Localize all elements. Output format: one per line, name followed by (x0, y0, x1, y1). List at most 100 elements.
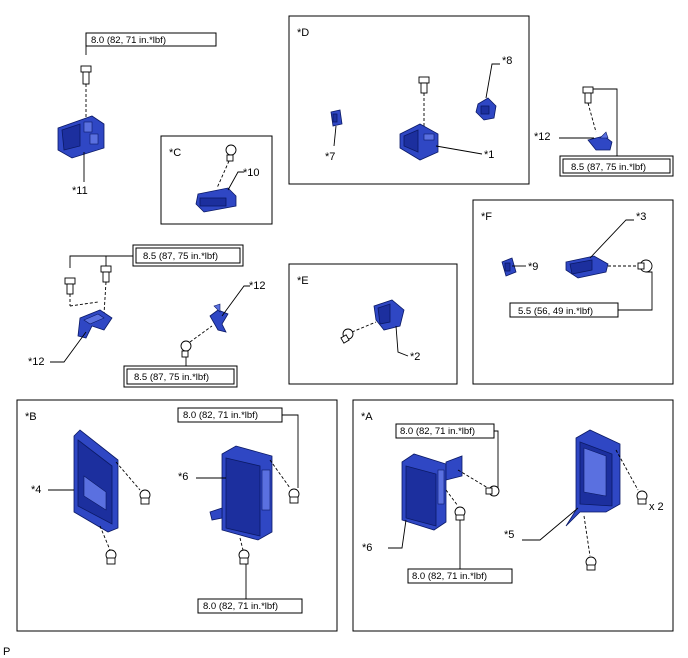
group-part-12-left: 8.5 (87, 75 in.*lbf) *12 (28, 244, 244, 368)
leader-torque-6b-top (282, 414, 299, 488)
section-f: *F *9 *3 5.5 (56, 49 in.*lbf) (472, 199, 674, 385)
install-path (239, 537, 244, 551)
section-a-label: *A (361, 411, 373, 423)
group-part-12-center: *12 8.5 (87, 75 in.*lbf) (123, 280, 266, 388)
section-e-label: *E (297, 275, 309, 287)
bolt-icon (288, 488, 300, 504)
torque-box-12b (135, 247, 241, 264)
leader-7 (333, 125, 337, 147)
part-label-12a: *12 (534, 131, 551, 143)
torque-label-6a-top: 8.0 (82, 71 in.*lbf) (400, 426, 475, 437)
leader-2 (395, 325, 409, 357)
part-label-12b: *12 (28, 356, 45, 368)
part-label-6b: *6 (178, 471, 188, 483)
section-b: *B *4 8.0 (82, 71 in.*lbf) *6 (16, 399, 338, 632)
torque-box-12c (126, 368, 235, 385)
part-label-3: *3 (636, 211, 646, 223)
torque-box-6a-bottom (407, 568, 513, 584)
footer-code: P (3, 646, 10, 658)
part-1-ecu (399, 123, 439, 161)
part-8-sensor (475, 97, 497, 121)
bolt-icon (418, 76, 430, 94)
section-a-frame (352, 399, 674, 632)
bolt-icon (180, 340, 192, 358)
leader-torque-12a (593, 88, 618, 158)
torque-box-6b-bottom (197, 598, 303, 614)
part-label-1: *1 (484, 149, 494, 161)
bolt-icon (454, 506, 466, 521)
part-12-bracket (77, 309, 113, 339)
bolt-icon (80, 65, 92, 85)
leader-torque-12b-1 (69, 255, 133, 268)
part-6-junction-block (209, 445, 273, 541)
install-path (587, 102, 597, 133)
part-6-junction-block (401, 453, 463, 531)
section-b-frame (16, 399, 338, 632)
install-path (583, 515, 591, 557)
part-label-9: *9 (528, 261, 538, 273)
section-c-frame (160, 135, 273, 225)
install-path (99, 525, 111, 551)
torque-label-6b-top: 8.0 (82, 71 in.*lbf) (183, 410, 258, 421)
part-4-junction-block (73, 429, 119, 533)
leader-torque-6a-top (494, 430, 499, 488)
bolt-icon (64, 277, 76, 295)
leader-6a (388, 519, 407, 549)
bolt-icon (636, 490, 648, 505)
install-path (216, 160, 230, 189)
part-label-4: *4 (31, 484, 41, 496)
part-label-6a: *6 (362, 542, 372, 554)
part-9-connector (501, 257, 517, 277)
part-label-12c: *12 (249, 280, 266, 292)
part-label-8: *8 (502, 55, 512, 67)
install-path (615, 449, 639, 491)
part-2-unit (373, 299, 405, 331)
bolt-icon (585, 556, 597, 571)
section-c: *C *10 (160, 135, 273, 225)
part-12-bracket (587, 131, 613, 151)
bolt-icon (340, 328, 354, 344)
torque-label-6a-bottom: 8.0 (82, 71 in.*lbf) (412, 571, 487, 582)
leader-10 (227, 171, 244, 191)
part-label-11: *11 (72, 185, 88, 197)
torque-box-f (509, 302, 619, 318)
torque-label-12a: 8.5 (87, 75 in.*lbf) (571, 162, 646, 173)
part-5-junction-block (565, 429, 621, 527)
group-part-12-top: *12 8.5 (87, 75 in.*lbf) (534, 86, 674, 177)
bolt-icon (485, 485, 500, 497)
bolt-icon (100, 265, 112, 283)
torque-box-11 (85, 32, 217, 47)
torque-label-11: 8.0 (82, 71 in.*lbf) (91, 35, 166, 46)
leader-5 (522, 507, 579, 541)
section-f-label: *F (481, 211, 492, 223)
part-3-module (565, 255, 609, 279)
part-label-5: *5 (504, 529, 514, 541)
leader-torque-f (618, 271, 653, 311)
part-label-10: *10 (243, 167, 260, 179)
section-a: *A 8.0 (82, 71 in.*lbf) *6 8.0 (82, 71 i… (352, 399, 674, 632)
section-d-frame (288, 15, 530, 185)
leader-8 (485, 63, 500, 99)
part-12-bracket (209, 303, 229, 333)
section-f-frame (472, 199, 674, 385)
install-path (351, 321, 377, 333)
section-b-label: *B (25, 411, 37, 423)
install-path (269, 459, 291, 489)
install-path (445, 489, 459, 507)
leader-12b (50, 331, 87, 363)
torque-label-12c: 8.5 (87, 75 in.*lbf) (134, 372, 209, 383)
part-label-7: *7 (325, 151, 335, 163)
part-10-module (195, 187, 237, 213)
leader-3 (589, 219, 634, 259)
bolt-icon (225, 144, 237, 162)
install-path (457, 469, 489, 489)
torque-label-6b-bottom: 8.0 (82, 71 in.*lbf) (203, 601, 278, 612)
bolt-icon (139, 489, 151, 505)
install-path (103, 281, 107, 315)
section-d-label: *D (297, 27, 309, 39)
torque-label-12b: 8.5 (87, 75 in.*lbf) (143, 251, 218, 262)
leader-12c (221, 285, 250, 317)
section-e: *E *2 (288, 263, 458, 385)
install-path (69, 301, 99, 307)
